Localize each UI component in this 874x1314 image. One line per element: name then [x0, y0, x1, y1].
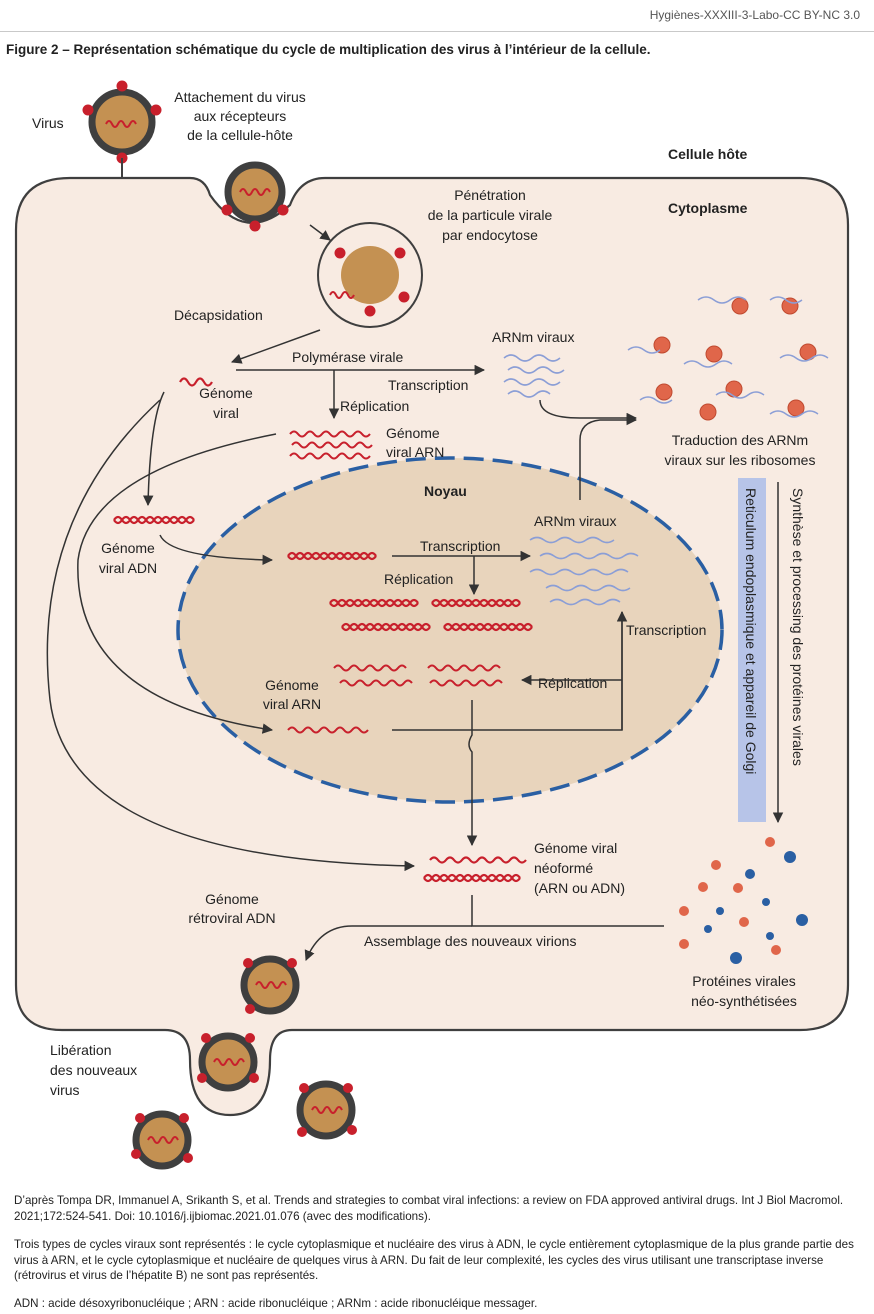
nuclear-dna-strand [287, 551, 377, 561]
virus-particle-attached [221, 161, 289, 232]
label-replication-noyau: Réplication [384, 571, 453, 587]
label-neoforme-1: Génome viral [534, 840, 617, 856]
header-divider [0, 31, 874, 32]
label-liberation-1: Libération [50, 1042, 112, 1058]
genome-adn-strand [113, 515, 195, 525]
new-virion [240, 955, 300, 1015]
label-genome-arn-cyto-1: Génome [386, 425, 440, 441]
label-retroviral-2: rétroviral ADN [188, 910, 275, 926]
label-genome-adn-2: viral ADN [99, 560, 157, 576]
label-genome-arn-cyto-2: viral ARN [386, 444, 444, 460]
label-noyau: Noyau [424, 483, 467, 499]
budding-virion [197, 1032, 259, 1092]
label-arnm-noyau: ARNm viraux [534, 513, 616, 529]
genome-neoforme-strand [423, 856, 527, 883]
ribosome-mrna [627, 296, 829, 418]
label-attach-1: Attachement du virus [174, 89, 306, 105]
label-transcription-cyto: Transcription [388, 377, 468, 393]
released-virion-left [131, 1110, 193, 1170]
label-attach-3: de la cellule-hôte [187, 127, 293, 143]
label-arnm-cyto: ARNm viraux [492, 329, 574, 345]
mrna-nucleus [529, 536, 639, 606]
label-attach-2: aux récepteurs [194, 108, 287, 124]
source-header: Hygiènes-XXXIII-3-Labo-CC BY-NC 3.0 [649, 8, 860, 22]
label-retroviral-1: Génome [205, 891, 259, 907]
mrna-cytoplasm [503, 354, 565, 398]
genome-arn-noyau [287, 664, 503, 734]
label-virus: Virus [32, 115, 64, 131]
label-proteines-1: Protéines virales [692, 973, 796, 989]
viral-genome-strand [179, 377, 213, 387]
label-penetration-2: de la particule virale [428, 207, 553, 223]
label-traduction-1: Traduction des ARNm [672, 432, 808, 448]
label-polymerase: Polymérase virale [292, 349, 403, 365]
virus-particle-free [82, 80, 162, 164]
label-replication-cyto: Réplication [340, 398, 409, 414]
label-genome-arn-noyau-2: viral ARN [263, 696, 321, 712]
label-assemblage: Assemblage des nouveaux virions [364, 933, 576, 949]
footer-abbrev: ADN : acide désoxyribonucléique ; ARN : … [14, 1297, 538, 1310]
label-genome-arn-noyau-1: Génome [265, 677, 319, 693]
label-replication-right: Réplication [538, 675, 607, 691]
label-liberation-3: virus [50, 1082, 80, 1098]
footer-reference: D’après Tompa DR, Immanuel A, Srikanth S… [14, 1194, 844, 1223]
label-cytoplasme: Cytoplasme [668, 200, 748, 216]
label-genome-adn-1: Génome [101, 540, 155, 556]
label-neoforme-3: (ARN ou ADN) [534, 880, 625, 896]
label-proteines-2: néo-synthétisées [691, 993, 797, 1009]
genome-arn-cyto [289, 430, 373, 460]
label-genome-viral-1: Génome [199, 385, 253, 401]
flow-arrows [46, 224, 784, 961]
footer-note: Trois types de cycles viraux sont représ… [14, 1238, 854, 1282]
label-transcription-right: Transcription [626, 622, 706, 638]
label-penetration-1: Pénétration [454, 187, 526, 203]
reticulum-box [738, 478, 766, 822]
label-liberation-2: des nouveaux [50, 1062, 137, 1078]
endosome-particle [317, 222, 423, 328]
virus-cycle-diagram: Virus Attachement du virus aux récepteur… [14, 80, 850, 1170]
label-decapsidation: Décapsidation [174, 307, 263, 323]
label-penetration-3: par endocytose [442, 227, 538, 243]
replicated-dna [329, 598, 533, 632]
released-virion-right [296, 1080, 357, 1140]
label-transcription-noyau: Transcription [420, 538, 500, 554]
label-synthese: Synthèse et processing des protéines vir… [790, 488, 806, 766]
label-genome-viral-2: viral [213, 405, 239, 421]
ribosome-cluster [653, 297, 817, 421]
label-traduction-2: viraux sur les ribosomes [665, 452, 816, 468]
label-cellule-hote: Cellule hôte [668, 146, 748, 162]
label-neoforme-2: néoformé [534, 860, 593, 876]
viral-proteins [679, 837, 808, 964]
figure-title: Figure 2 – Représentation schématique du… [6, 42, 651, 57]
label-reticulum: Reticulum endoplasmique et appareil de G… [743, 488, 759, 774]
